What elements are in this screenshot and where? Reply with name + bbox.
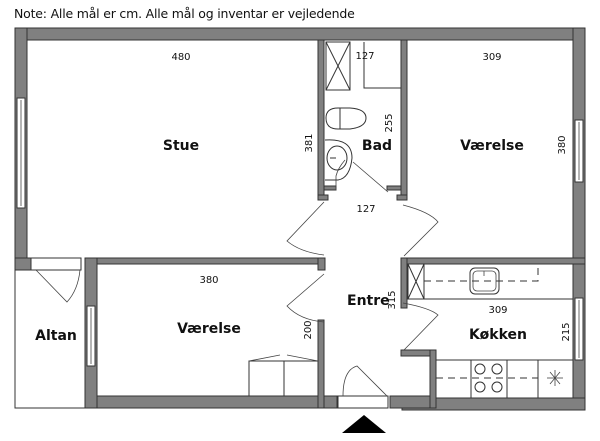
wall-stub-2 [396, 194, 408, 201]
stove-icon [474, 363, 503, 393]
wall-top [14, 27, 586, 41]
shower-icon [325, 41, 351, 91]
room-label-bad: Bad [362, 138, 392, 154]
wall-stue-altan-left [14, 257, 32, 271]
dim-koekken-depth: 215 [561, 322, 572, 341]
dim-stue-width: 480 [171, 52, 190, 63]
wall-entre-left-2 [317, 319, 325, 409]
altan-outline [14, 270, 87, 409]
room-labels: Stue 480 381 Bad 127 255 Værelse 309 380… [35, 51, 572, 344]
altan-door-frame [30, 257, 82, 271]
wall-bottom-left [86, 395, 338, 409]
stue-door[interactable] [286, 201, 325, 256]
wall-entre-left-1 [317, 257, 326, 271]
bad-door[interactable] [352, 161, 389, 193]
entrance-arrow-icon [342, 415, 386, 433]
vaerelse-top-door[interactable] [402, 204, 439, 257]
wall-koekken-left-2 [429, 349, 437, 409]
wall-vaerelse-koekken [400, 257, 586, 265]
room-label-altan: Altan [35, 328, 77, 344]
wall-stub-1 [317, 194, 329, 201]
dim-stue-depth: 381 [304, 133, 315, 152]
kitchen-counter-bottom [435, 359, 574, 399]
wall-koekken-left-1 [400, 257, 408, 309]
dim-koekken-width: 309 [488, 305, 507, 316]
room-label-koekken: Køkken [469, 327, 527, 343]
walls [14, 27, 586, 411]
wall-bad-vaerelse [400, 39, 408, 196]
wall-bottom-mid [389, 395, 436, 409]
dim-entre-width: 127 [356, 204, 375, 215]
dim-bad-depth: 255 [384, 113, 395, 132]
bad-door-leaf [335, 159, 346, 190]
dim-vaerelse-bottom-depth: 200 [303, 320, 314, 339]
wall-bad-bottom-right [386, 185, 402, 191]
dim-entre-depth: 315 [387, 290, 398, 309]
wall-stue-bad [317, 39, 325, 196]
wardrobe [248, 354, 319, 397]
room-label-vaerelse-bottom: Værelse [177, 321, 241, 337]
entrance-door-frame [337, 395, 389, 409]
dim-vaerelse-top-depth: 380 [557, 135, 568, 154]
bad-fixtures [324, 41, 401, 181]
bad-cabinet [363, 42, 401, 89]
dim-vaerelse-top-width: 309 [482, 52, 501, 63]
altan-door[interactable] [35, 269, 81, 303]
plan-note: Note: Alle mål er cm. Alle mål og invent… [14, 6, 355, 21]
wall-stue-vaerelse [84, 257, 326, 265]
sink-icon [324, 139, 353, 181]
room-label-stue: Stue [163, 138, 199, 154]
room-label-entre: Entre [347, 293, 390, 309]
fridge-icon [547, 370, 563, 386]
vaerelse-bottom-door[interactable] [286, 273, 325, 323]
koekken-door[interactable] [402, 302, 439, 351]
entrance-door[interactable] [342, 365, 388, 397]
kitchen-sink-icon [469, 267, 500, 295]
room-label-vaerelse-top: Værelse [460, 138, 524, 154]
dim-vaerelse-bottom-width: 380 [199, 275, 218, 286]
kitchen-fixtures [407, 263, 574, 399]
wall-bad-bottom-left [323, 185, 337, 191]
windows [16, 97, 584, 409]
dim-bad-width: 127 [355, 51, 374, 62]
doors[interactable] [35, 159, 439, 397]
counter-edge [424, 264, 539, 282]
toilet-icon [325, 107, 367, 130]
